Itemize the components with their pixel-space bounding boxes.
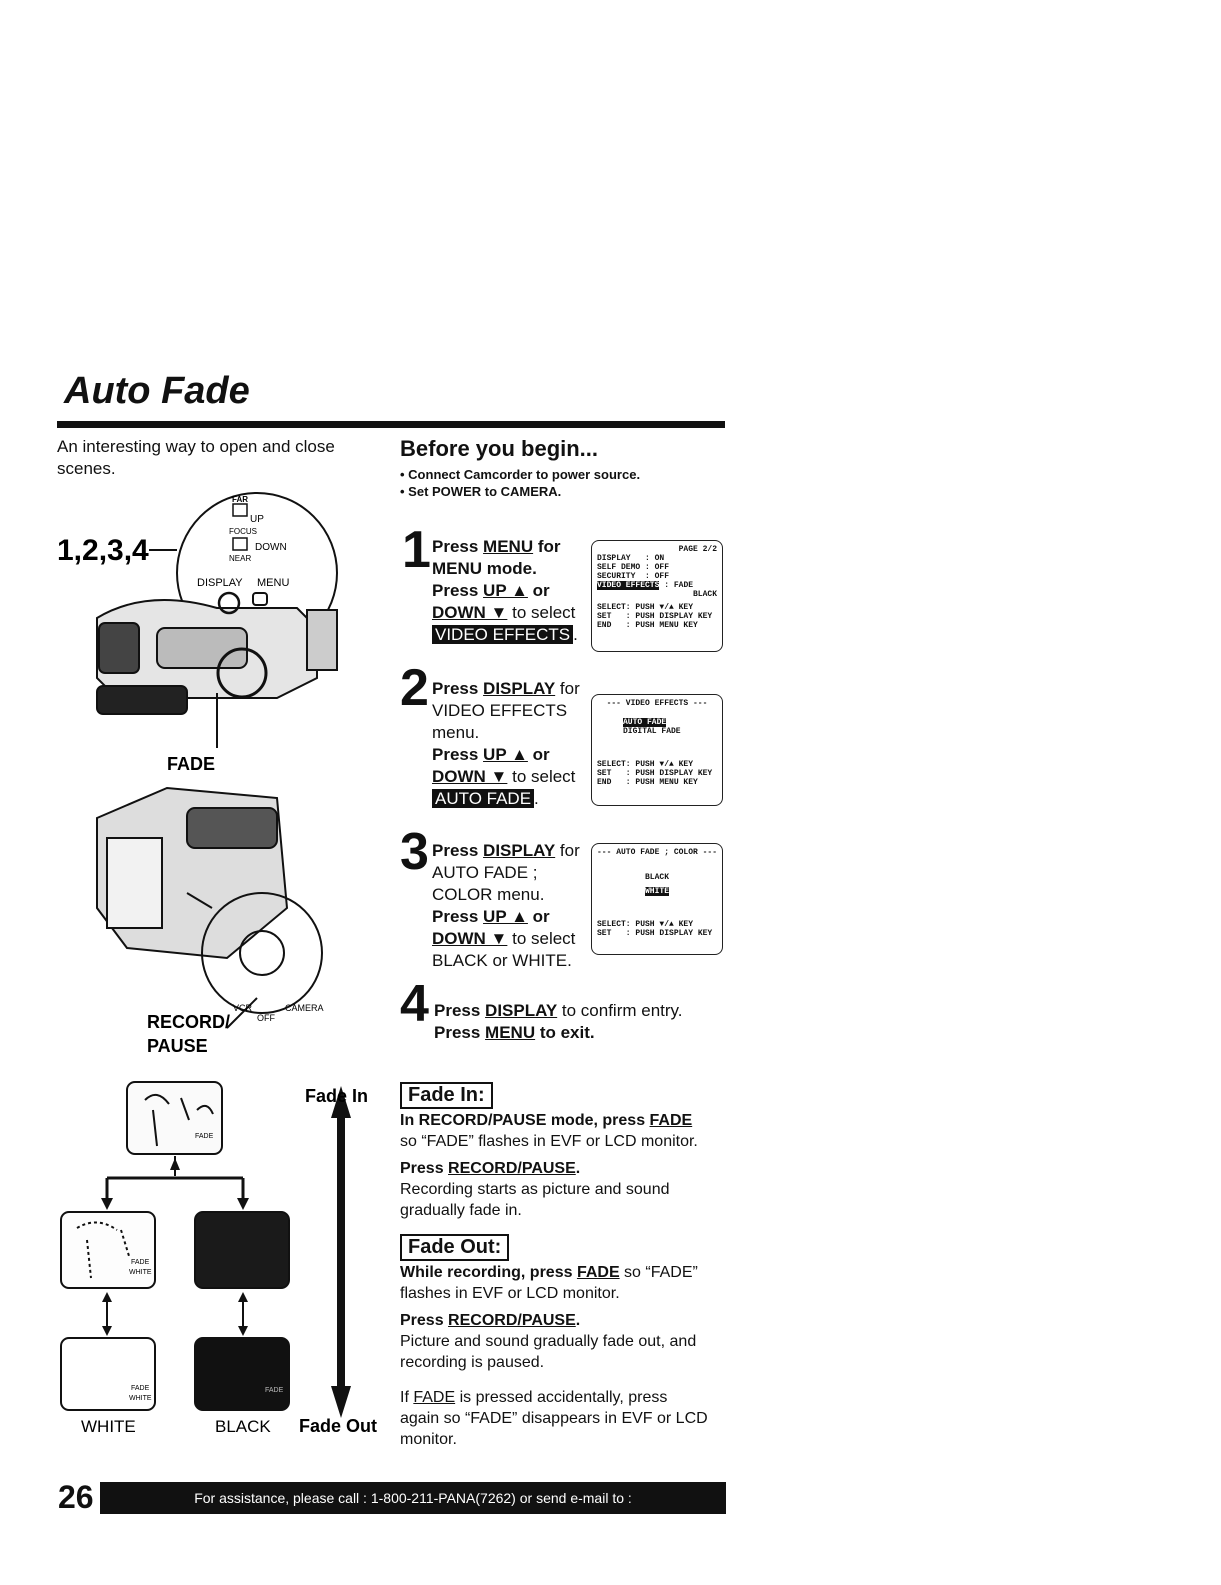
white-frame: [60, 1337, 156, 1411]
step-3-text: Press DISPLAY for AUTO FADE ; COLOR menu…: [432, 841, 580, 970]
step-4-text: Press DISPLAY to confirm entry. Press ME…: [434, 1001, 683, 1042]
menu-screen-1: PAGE 2/2 DISPLAY : ON SELF DEMO : OFF SE…: [591, 540, 723, 652]
white-frame-tag: FADE: [131, 1385, 150, 1392]
fade-in-heading: Fade In:: [400, 1082, 493, 1109]
fade-label: FADE: [167, 754, 215, 774]
title-rule: [57, 421, 725, 428]
white-fade-tag: FADE: [131, 1259, 150, 1266]
fade-out-label: Fade Out: [299, 1416, 377, 1436]
pause-label: PAUSE: [147, 1036, 208, 1056]
black-frame: [194, 1337, 290, 1411]
fade-out-section: Fade Out:: [400, 1234, 510, 1261]
black-frame-tag: FADE: [265, 1387, 284, 1394]
focus-label: FOCUS: [229, 527, 257, 536]
fade-in-section: Fade In:: [400, 1082, 493, 1109]
fade-arrow-shaft: [337, 1102, 345, 1402]
vcr-label: VCR: [233, 1003, 253, 1013]
menu-label: MENU: [257, 577, 289, 589]
camera-illustration: 1,2,3,4 FAR UP FOCUS DOWN NEAR DISPLAY M…: [57, 492, 338, 1056]
fade-out-heading: Fade Out:: [400, 1234, 510, 1261]
black-label: BLACK: [215, 1417, 271, 1436]
video-effects-highlight: VIDEO EFFECTS: [432, 625, 574, 644]
white-label: WHITE: [81, 1417, 136, 1436]
fade-in-text: In RECORD/PAUSE mode, press FADE so “FAD…: [400, 1112, 698, 1219]
page-number: 26: [58, 1479, 94, 1515]
menu-screen-3: --- AUTO FADE ; COLOR --- BLACK WHITE SE…: [591, 843, 723, 955]
intro-text: An interesting way to open and close sce…: [57, 437, 335, 478]
step-1-text: Press MENU for MENU mode. Press UP ▲ or …: [432, 537, 578, 644]
black-fade-frame: [194, 1211, 290, 1289]
step-2-text: Press DISPLAY for VIDEO EFFECTS menu. Pr…: [432, 679, 580, 808]
step-2-number: 2: [400, 659, 429, 717]
assistance-footer: For assistance, please call : 1-800-211-…: [100, 1482, 726, 1538]
step-4-number: 4: [400, 975, 429, 1033]
before-item: Set POWER to CAMERA.: [400, 483, 640, 500]
auto-fade-highlight: AUTO FADE: [432, 789, 535, 808]
up-label: UP: [250, 514, 264, 525]
fade-in-label: Fade In: [305, 1086, 368, 1106]
before-list: Connect Camcorder to power source. Set P…: [400, 466, 640, 500]
near-label: NEAR: [229, 554, 251, 563]
fade-scene-tag: FADE: [195, 1133, 214, 1140]
fade-out-text: While recording, press FADE so “FADE” fl…: [400, 1264, 708, 1448]
step-1-number: 1: [402, 521, 431, 579]
off-label: OFF: [257, 1013, 275, 1023]
white-fade-tag-2: WHITE: [129, 1269, 152, 1276]
steps-label: 1,2,3,4: [57, 534, 149, 567]
display-label: DISPLAY: [197, 577, 243, 589]
page-title: Auto Fade: [64, 370, 250, 412]
step-3-number: 3: [400, 823, 429, 881]
fade-diagram: FADE FADE WHITE FADE WHITE FADE Fade In …: [60, 1081, 377, 1436]
before-item: Connect Camcorder to power source.: [400, 466, 640, 483]
fade-scene-frame: [126, 1081, 223, 1155]
before-heading: Before you begin...: [400, 436, 599, 461]
white-fade-frame: [60, 1211, 156, 1289]
white-frame-tag-2: WHITE: [129, 1395, 152, 1402]
menu-screen-2: --- VIDEO EFFECTS --- AUTO FADE DIGITAL …: [591, 694, 723, 806]
down-label: DOWN: [255, 542, 287, 553]
record-label: RECORD/: [147, 1012, 230, 1032]
far-label: FAR: [232, 495, 248, 504]
camera-mode-label: CAMERA: [285, 1003, 324, 1013]
